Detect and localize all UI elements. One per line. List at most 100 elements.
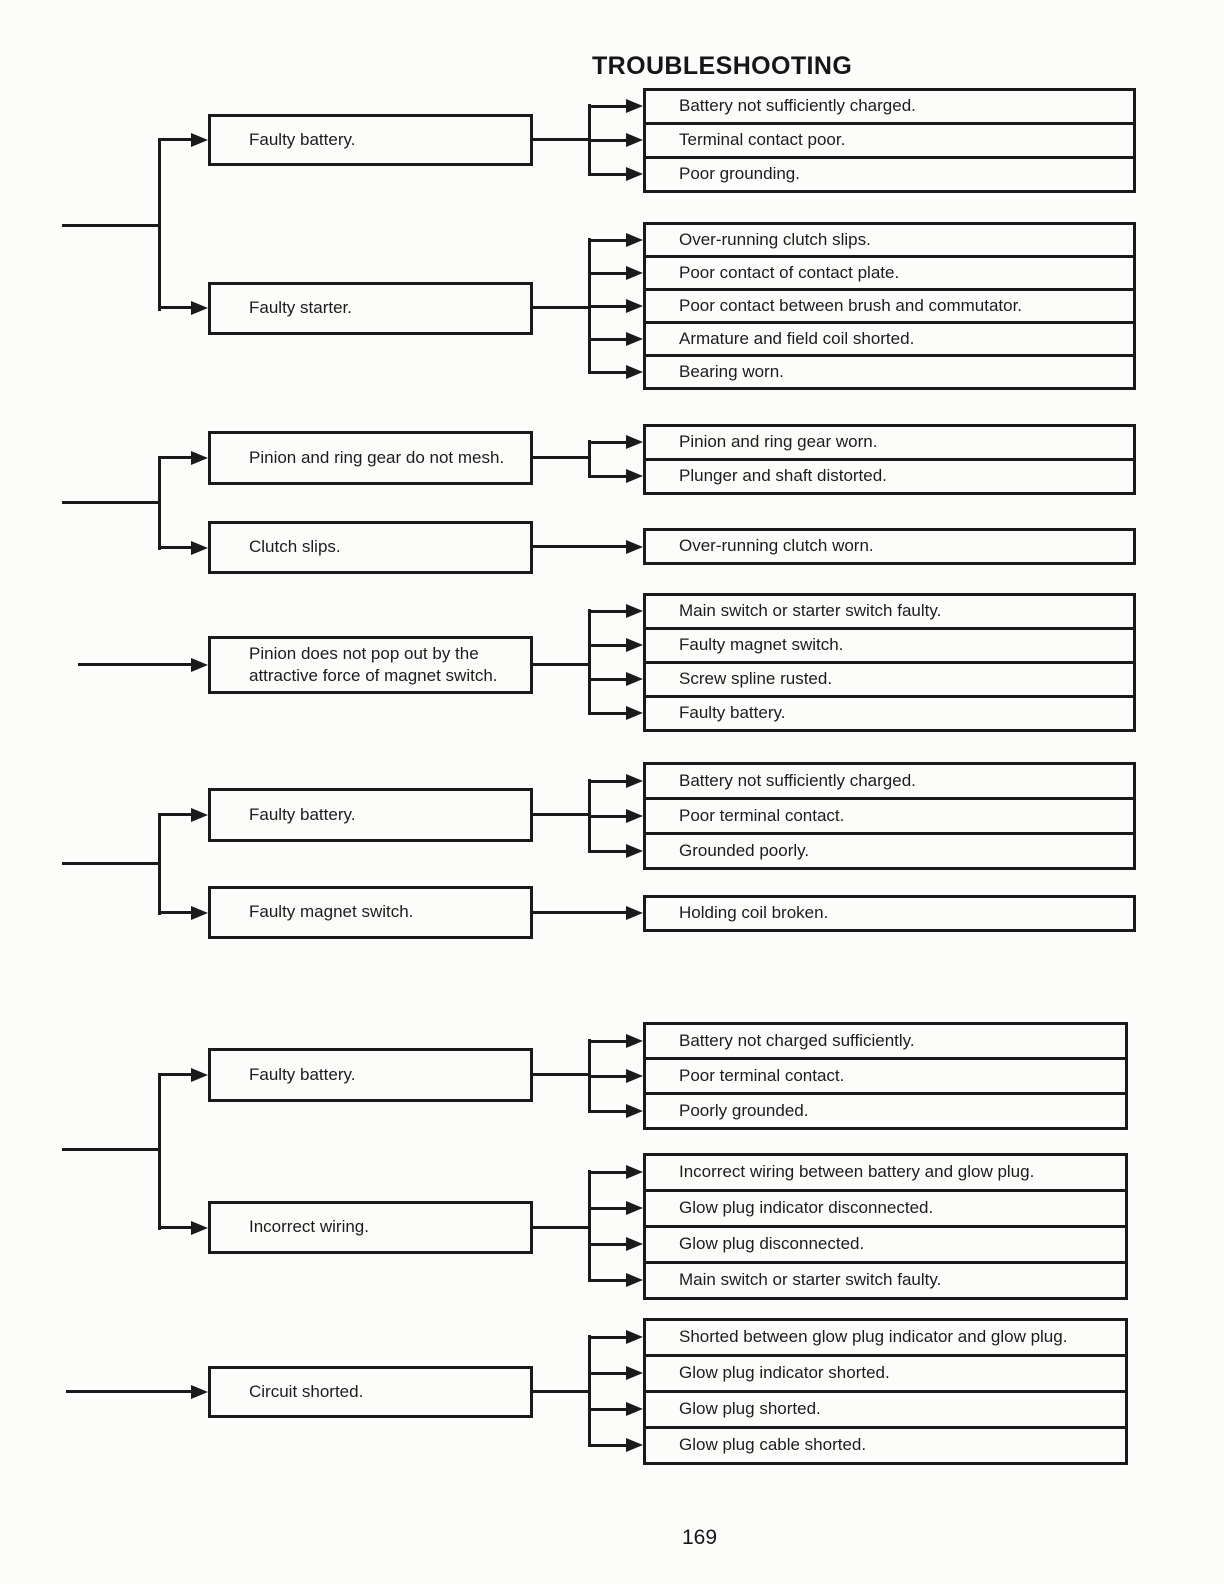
arrow-right-icon [191,451,208,465]
arrow-right-icon [191,301,208,315]
arrow-right-icon [626,233,643,247]
arrow-right-icon [626,435,643,449]
subcause-box: Poor contact between brush and commutato… [643,288,1136,324]
connector-h-line [588,1207,628,1210]
cause-box: Clutch slips. [208,521,533,574]
page-title: TROUBLESHOOTING [592,52,853,80]
connector-h-line [158,546,193,549]
subcause-stack: Incorrect wiring between battery and glo… [643,1153,1128,1300]
connector-h-line [588,850,628,853]
cause-label: Pinion and ring gear do not mesh. [249,447,505,467]
arrow-right-icon [191,906,208,920]
arrow-right-icon [626,1165,643,1179]
connector-h-line [158,911,193,914]
cause-box: Incorrect wiring. [208,1201,533,1254]
cause-box: Faulty starter. [208,282,533,335]
cause-label: Circuit shorted. [249,1381,364,1401]
connector-h-line [588,338,628,341]
arrow-right-icon [626,1438,643,1452]
arrow-right-icon [626,266,643,280]
subcause-box: Terminal contact poor. [643,122,1136,159]
subcause-box: Poor grounding. [643,156,1136,193]
cause-box: Faulty battery. [208,114,533,166]
connector-h-line [588,1279,628,1282]
connector-h-line [62,224,161,227]
arrow-right-icon [626,99,643,113]
connector-h-line [588,1243,628,1246]
connector-h-line [588,712,628,715]
connector-v-line [158,813,161,915]
connector-h-line [588,815,628,818]
connector-h-line [158,1073,193,1076]
connector-h-line [533,545,628,548]
subcause-box: Battery not charged sufficiently. [643,1022,1128,1060]
connector-h-line [588,1040,628,1043]
cause-label: Faulty battery. [249,129,356,149]
subcause-box: Faulty magnet switch. [643,627,1136,664]
connector-h-line [158,138,193,141]
connector-h-line [588,1110,628,1113]
arrow-right-icon [626,167,643,181]
connector-v-line [588,1335,591,1447]
connector-h-line [588,272,628,275]
page-number: 169 [682,1526,718,1549]
arrow-right-icon [626,365,643,379]
cause-label: Faulty magnet switch. [249,902,414,922]
arrow-right-icon [626,906,643,920]
connector-v-line [158,456,161,550]
connector-h-line [78,663,193,666]
connector-v-line [588,609,591,714]
subcause-box: Plunger and shaft distorted. [643,458,1136,495]
connector-h-line [588,305,628,308]
arrow-right-icon [626,706,643,720]
subcause-box: Poorly grounded. [643,1092,1128,1130]
arrow-right-icon [626,1273,643,1287]
subcause-box: Faulty battery. [643,695,1136,732]
connector-h-line [62,501,161,504]
arrow-right-icon [626,604,643,618]
connector-h-line [588,644,628,647]
arrow-right-icon [626,332,643,346]
arrow-right-icon [626,809,643,823]
arrow-right-icon [626,133,643,147]
connector-h-line [588,1075,628,1078]
subcause-stack: Shorted between glow plug indicator and … [643,1318,1128,1465]
connector-h-line [533,813,591,816]
connector-h-line [62,862,161,865]
connector-h-line [588,475,628,478]
connector-v-line [158,138,161,311]
cause-label: Faulty battery. [249,1064,356,1084]
arrow-right-icon [626,774,643,788]
arrow-right-icon [626,299,643,313]
arrow-right-icon [626,540,643,554]
subcause-box: Over-running clutch slips. [643,222,1136,258]
connector-h-line [588,239,628,242]
connector-h-line [533,911,628,914]
subcause-stack: Over-running clutch worn. [643,528,1136,565]
cause-box: Faulty battery. [208,1048,533,1102]
arrow-right-icon [191,1221,208,1235]
connector-h-line [62,1148,161,1151]
arrow-right-icon [626,672,643,686]
arrow-right-icon [626,1237,643,1251]
arrow-right-icon [191,541,208,555]
subcause-stack: Battery not sufficiently charged. Poor t… [643,762,1136,870]
connector-h-line [588,610,628,613]
connector-h-line [533,1073,591,1076]
subcause-box: Glow plug shorted. [643,1390,1128,1429]
connector-v-line [588,1170,591,1282]
subcause-box: Incorrect wiring between battery and glo… [643,1153,1128,1192]
connector-h-line [588,678,628,681]
connector-v-line [588,440,591,477]
connector-h-line [588,173,628,176]
connector-h-line [158,1226,193,1229]
subcause-box: Holding coil broken. [643,895,1136,932]
connector-h-line [588,441,628,444]
subcause-box: Main switch or starter switch faulty. [643,593,1136,630]
subcause-box: Pinion and ring gear worn. [643,424,1136,461]
connector-h-line [588,1336,628,1339]
arrow-right-icon [191,658,208,672]
connector-h-line [533,456,591,459]
subcause-box: Armature and field coil shorted. [643,321,1136,357]
arrow-right-icon [191,1385,208,1399]
